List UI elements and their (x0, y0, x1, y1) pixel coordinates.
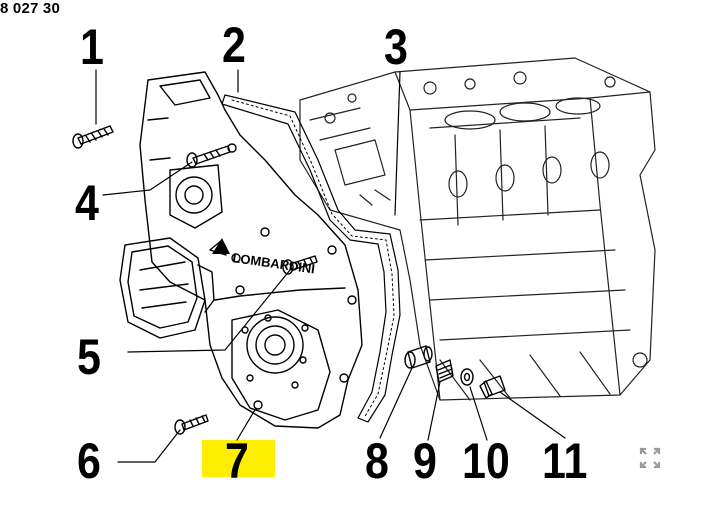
callout-7-highlight (202, 440, 275, 477)
callout-2: 2 (222, 17, 246, 73)
pump-housing (119, 237, 215, 339)
callout-1: 1 (80, 19, 104, 75)
expand-icon[interactable] (638, 446, 662, 470)
washer-10 (460, 368, 474, 386)
callout-7: 7 (225, 433, 249, 489)
callout-10: 10 (462, 433, 510, 489)
bolt-6 (174, 414, 209, 435)
reference-code: 8 027 30 (0, 0, 60, 17)
stud-9 (435, 359, 454, 383)
callout-9: 9 (413, 433, 437, 489)
cover-brand: LOMBARDINI (212, 238, 316, 277)
cover-brand-text: LOMBARDINI (232, 250, 316, 276)
callout-11: 11 (542, 433, 588, 489)
plug-11 (479, 375, 506, 399)
bolt-1 (72, 125, 114, 149)
callout-5: 5 (77, 329, 101, 385)
callout-3: 3 (384, 19, 408, 75)
callout-6: 6 (77, 433, 101, 489)
engine-block (299, 57, 656, 401)
dowel-pin-8 (404, 345, 433, 369)
callout-8: 8 (365, 433, 389, 489)
bolt-5 (282, 255, 318, 275)
bolt-4 (186, 145, 231, 168)
leader-lines (95, 69, 566, 463)
callout-4: 4 (75, 175, 99, 231)
gasket (221, 94, 401, 423)
